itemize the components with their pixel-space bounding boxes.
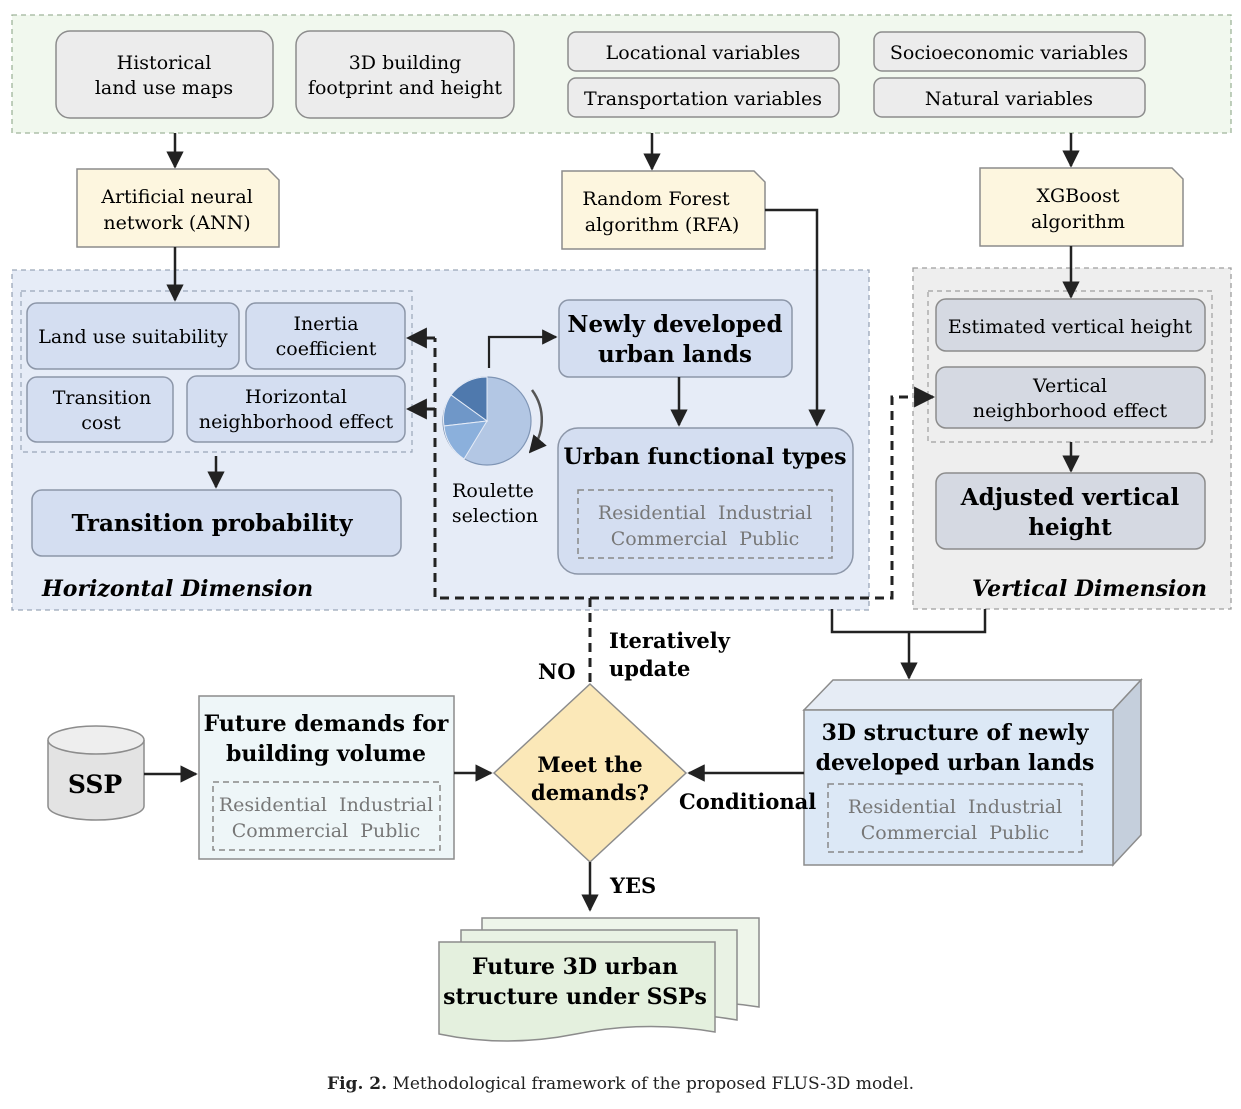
roulette-pie-icon (442, 376, 547, 466)
svg-text:neighborhood effect: neighborhood effect (199, 411, 394, 433)
svg-text:cost: cost (81, 412, 121, 434)
svg-text:3D structure of newly: 3D structure of newly (822, 720, 1090, 746)
svg-text:XGBoost: XGBoost (1037, 185, 1120, 207)
svg-text:Transition: Transition (53, 387, 152, 409)
svg-text:algorithm: algorithm (1031, 211, 1125, 233)
iteratively-update-label: Iteratively update (609, 628, 731, 681)
future-3d-output-documents: Future 3D urban structure under SSPs (438, 917, 760, 1042)
yes-label: YES (609, 873, 656, 898)
arrow-rfa-to-functional (765, 208, 826, 427)
svg-text:Historical: Historical (117, 52, 212, 74)
svg-text:neighborhood effect: neighborhood effect (973, 400, 1168, 422)
estimated-vertical-height-box: Estimated vertical height (935, 298, 1206, 352)
feedback-dashed-loop (433, 338, 592, 682)
svg-text:height: height (1028, 514, 1112, 541)
ssp-database-icon: SSP (47, 725, 145, 821)
svg-text:Residential Industrial: Residential Industrial (598, 502, 812, 524)
svg-text:Residential Industrial: Residential Industrial (219, 794, 433, 816)
svg-text:Inertia: Inertia (293, 313, 358, 335)
inertia-coefficient-box: Inertia coefficient (245, 302, 406, 370)
factors-subpanel (20, 290, 413, 453)
svg-text:Locational variables: Locational variables (606, 42, 801, 64)
svg-text:Adjusted vertical: Adjusted vertical (960, 484, 1180, 511)
svg-text:Estimated vertical height: Estimated vertical height (948, 316, 1193, 338)
horizontal-dimension-label: Horizontal Dimension (41, 576, 313, 602)
transition-probability-box: Transition probability (31, 489, 402, 557)
urban-functional-types-box: Urban functional types Residential Indus… (557, 427, 854, 575)
svg-text:Land use suitability: Land use suitability (38, 326, 228, 348)
svg-text:Horizontal: Horizontal (245, 386, 347, 408)
adjusted-vertical-height-box: Adjusted vertical height (935, 472, 1206, 550)
svg-text:SSP: SSP (68, 770, 123, 799)
svg-text:Commercial Public: Commercial Public (611, 528, 800, 550)
svg-text:Residential Industrial: Residential Industrial (848, 796, 1062, 818)
svg-text:algorithm (RFA): algorithm (RFA) (585, 214, 739, 236)
svg-text:Natural variables: Natural variables (925, 88, 1093, 110)
newly-developed-box: Newly developed urban lands (558, 299, 793, 378)
svg-text:Artificial neural: Artificial neural (100, 186, 253, 208)
svg-text:Future 3D urban: Future 3D urban (472, 954, 678, 980)
svg-text:Roulette: Roulette (452, 480, 534, 502)
svg-text:Meet the: Meet the (537, 752, 642, 777)
future-demands-box: Future demands for building volume Resid… (198, 695, 455, 860)
horizontal-neighborhood-box: Horizontal neighborhood effect (186, 375, 406, 443)
svg-text:land use maps: land use maps (95, 77, 233, 99)
svg-text:footprint and height: footprint and height (308, 77, 503, 99)
svg-text:structure under SSPs: structure under SSPs (443, 984, 707, 1010)
natural-variables-box: Natural variables (873, 77, 1146, 118)
svg-text:Transition probability: Transition probability (71, 510, 353, 537)
transition-cost-box: Transition cost (26, 376, 174, 443)
connector-dimensions-merge (830, 609, 987, 634)
land-use-suitability-box: Land use suitability (26, 302, 240, 370)
conditional-label: Conditional (679, 789, 816, 814)
vertical-neighborhood-box: Vertical neighborhood effect (935, 366, 1206, 429)
feedback-arrow-to-vertical-neighborhood (590, 386, 936, 600)
svg-text:Commercial Public: Commercial Public (232, 820, 421, 842)
meet-demands-diamond: Meet the demands? (492, 682, 688, 864)
roulette-selection-label: Roulette selection (452, 480, 538, 527)
xgboost-box: XGBoost algorithm (979, 167, 1184, 247)
building-footprint-box: 3D building footprint and height (295, 30, 515, 119)
svg-text:building volume: building volume (226, 741, 426, 767)
locational-variables-box: Locational variables (567, 31, 840, 72)
svg-text:developed urban lands: developed urban lands (816, 750, 1095, 776)
svg-text:demands?: demands? (531, 780, 649, 805)
vertical-dimension-label: Vertical Dimension (972, 576, 1207, 602)
svg-text:network (ANN): network (ANN) (103, 212, 250, 234)
svg-text:Iteratively: Iteratively (609, 628, 731, 653)
svg-text:update: update (609, 656, 690, 681)
svg-text:Future demands for: Future demands for (204, 711, 449, 737)
svg-text:selection: selection (452, 505, 538, 527)
svg-text:Transportation variables: Transportation variables (584, 88, 822, 110)
ann-box: Artificial neural network (ANN) (76, 168, 280, 248)
3d-structure-box: 3D structure of newly developed urban la… (802, 678, 1143, 867)
rfa-box: Random Forest algorithm (RFA) (561, 170, 766, 250)
flus-3d-framework-diagram: Historical land use maps 3D building foo… (11, 14, 1232, 1042)
svg-text:coefficient: coefficient (276, 338, 377, 360)
no-label: NO (538, 659, 576, 684)
svg-text:Vertical: Vertical (1032, 375, 1107, 397)
transportation-variables-box: Transportation variables (567, 77, 840, 118)
svg-text:Urban functional types: Urban functional types (563, 444, 846, 470)
svg-text:3D building: 3D building (349, 52, 462, 74)
svg-text:Socioeconomic variables: Socioeconomic variables (890, 42, 1128, 64)
svg-text:Commercial Public: Commercial Public (861, 822, 1050, 844)
arrow-roulette-to-newly (487, 329, 558, 368)
socioeconomic-variables-box: Socioeconomic variables (873, 31, 1146, 72)
caption-text: Methodological framework of the proposed… (392, 1074, 914, 1094)
caption-label: Fig. 2. (327, 1074, 388, 1094)
historical-land-use-box: Historical land use maps (55, 30, 274, 119)
svg-text:urban lands: urban lands (598, 341, 752, 368)
svg-text:Random Forest: Random Forest (582, 188, 730, 210)
svg-text:Newly developed: Newly developed (567, 311, 782, 338)
figure-caption: Fig. 2. Methodological framework of the … (0, 1074, 1241, 1094)
